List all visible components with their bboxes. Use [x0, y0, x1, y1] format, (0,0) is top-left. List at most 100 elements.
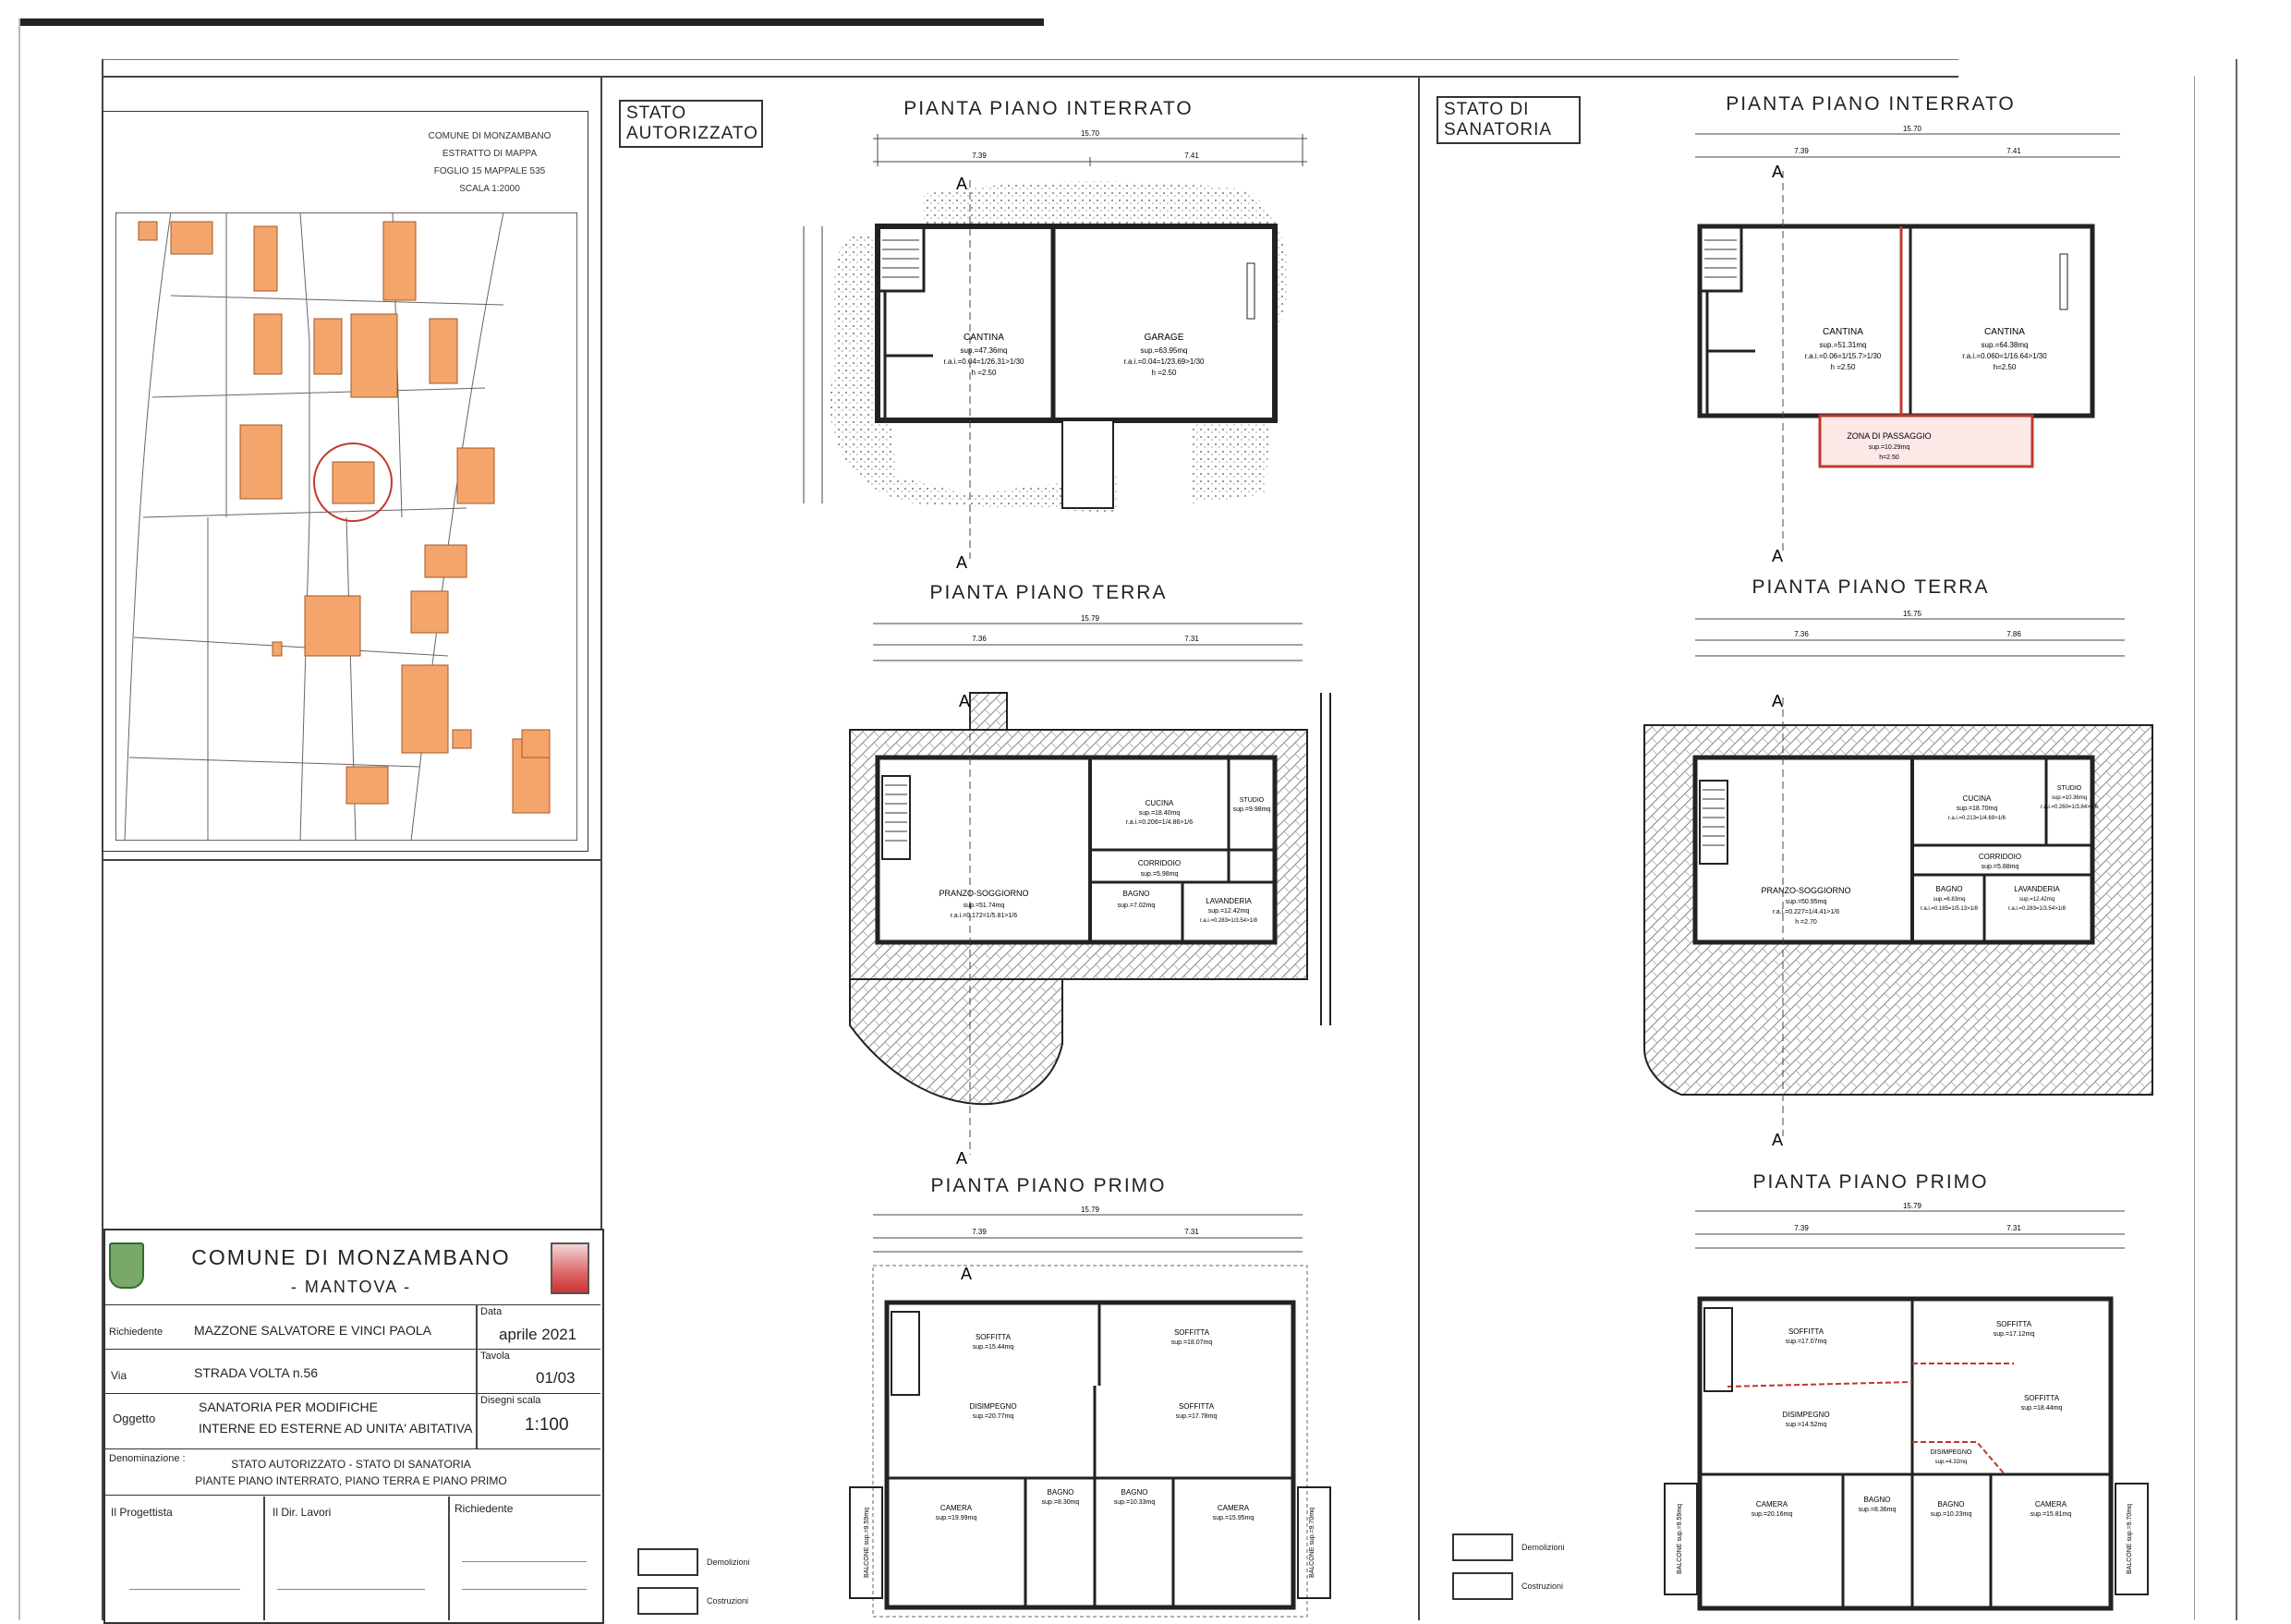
tb-col-line [476, 1304, 478, 1448]
dim-label: 7.31 [2006, 1224, 2021, 1232]
room-name: SOFFITTA [1179, 1402, 1215, 1411]
legend-demolizioni-swatch [1452, 1533, 1513, 1561]
room-sup: sup.=20.77mq [973, 1413, 1014, 1420]
room-name: ZONA DI PASSAGGIO [1847, 431, 1931, 441]
map-header-line: FOGLIO 15 MAPPALE 535 [433, 166, 546, 176]
plan-interrato-sanatoria: 15.70 7.39 7.41 CANTINA sup.=51.31mq r.a… [1695, 125, 2120, 565]
dim-label: 7.41 [2006, 147, 2021, 155]
room-name: CANTINA [1823, 327, 1863, 337]
plan-primo-autorizzato: 15.79 7.39 7.31 SOFFITTA sup.=15.44mq SO… [849, 1206, 1331, 1618]
room-name: BAGNO [1121, 1488, 1148, 1497]
room-name: CORRIDOIO [1979, 853, 2021, 861]
room-name: STUDIO [2057, 785, 2082, 792]
map-header-line: SCALA 1:2000 [459, 184, 520, 194]
comune-title: COMUNE DI MONZAMBANO [191, 1245, 511, 1269]
room-rai: r.a.i.=0.172=1/5.81>1/6 [951, 913, 1017, 919]
section-marker: A [1772, 547, 1783, 565]
map-header-line: COMUNE DI MONZAMBANO [428, 131, 552, 141]
tb-row-line [103, 1349, 600, 1350]
room-rai: r.a.i.=0.227=1/4.41>1/6 [1773, 909, 1839, 915]
room-name: SOFFITTA [1788, 1327, 1824, 1336]
legend-demolizioni-label: Demolizioni [707, 1557, 750, 1567]
room-rai: r.a.i.=0.206=1/4.86>1/6 [1126, 819, 1193, 826]
room-name: GARAGE [1145, 333, 1184, 343]
map-header: COMUNE DI MONZAMBANO ESTRATTO DI MAPPA F… [406, 127, 573, 198]
section-marker: A [956, 553, 967, 572]
plan-title-interrato-san: PIANTA PIANO INTERRATO [1726, 93, 2016, 115]
scan-edge-bar [18, 18, 1044, 26]
mantova-crest-icon [551, 1242, 589, 1294]
room-sup: sup.=12.42mq [2019, 897, 2055, 903]
room-sup: sup.=14.52mq [1786, 1422, 1827, 1428]
room-name: CORRIDOIO [1138, 859, 1181, 867]
room-h: h =2.70 [1795, 919, 1817, 926]
room-sup: sup.=18.44mq [2021, 1405, 2063, 1412]
map-outer-frame [102, 111, 588, 852]
room-rai: r.a.i.=0.283=1/3.54>1/8 [1200, 918, 1258, 924]
room-sup: sup.=10.33mq [1114, 1499, 1156, 1506]
legend-costruzioni-label: Costruzioni [1521, 1582, 1564, 1591]
room-h: h=2.50 [1879, 454, 1899, 461]
room-name: CAMERA [2035, 1500, 2067, 1509]
room-name: CAMERA [1756, 1500, 1788, 1509]
signature-line [277, 1589, 425, 1590]
room-name: STUDIO [1240, 797, 1265, 804]
plan-terra-sanatoria: 15.75 7.36 7.86 PRANZO-SOGGIORNO sup.=50… [1643, 610, 2153, 1149]
room-name: SOFFITTA [1996, 1320, 2032, 1328]
sheet-left-border [102, 59, 103, 1620]
room-name: SOFFITTA [1174, 1328, 1210, 1337]
sheet-right-inner [2194, 76, 2195, 1620]
room-name: CANTINA [964, 333, 1004, 343]
plan-terra-autorizzato: 15.79 7.36 7.31 PRANZO-SOGGIORNO sup.=51… [849, 614, 1331, 1168]
richiedente-value: MAZZONE SALVATORE E VINCI PAOLA [194, 1323, 431, 1338]
dim-total: 15.79 [1081, 1206, 1100, 1214]
room-sup: sup.=63.95mq [1141, 346, 1188, 355]
room-sup: sup.=18.07mq [1171, 1339, 1213, 1346]
sheet-right-border [2236, 59, 2237, 1620]
richiedente-signature-label: Richiedente [455, 1502, 514, 1515]
room-name: BAGNO [1123, 890, 1150, 898]
signature-line [129, 1589, 240, 1590]
room-rai: r.a.i.=0.185=1/5.13>1/8 [1921, 906, 1979, 912]
dim-label: 7.31 [1184, 1228, 1199, 1236]
plan-title-primo-san: PIANTA PIANO PRIMO [1752, 1171, 1989, 1193]
section-marker: A [956, 1149, 967, 1168]
room-sup: sup.=20.16mq [1752, 1511, 1793, 1518]
room-sup: sup.=19.99mq [936, 1515, 977, 1521]
dim-total: 15.79 [1081, 614, 1100, 623]
dim-total: 15.79 [1903, 1202, 1922, 1210]
data-label: Data [480, 1306, 503, 1317]
room-sup: sup.=10.23mq [1931, 1511, 1972, 1518]
section-marker: A [956, 175, 967, 193]
room-name: LAVANDERIA [1206, 897, 1252, 905]
balcone-label: BALCONE sup.=9.59mq [864, 1508, 870, 1578]
room-sup: sup.=51.31mq [1820, 341, 1867, 349]
room-name: CANTINA [1984, 327, 2025, 337]
denominazione-line-2: PIANTE PIANO INTERRATO, PIANO TERRA E PI… [195, 1474, 507, 1487]
tb-row-line [103, 1448, 600, 1449]
room-sup: sup.=17.07mq [1786, 1339, 1827, 1345]
tb-col-line [263, 1497, 265, 1620]
tavola-label: Tavola [480, 1351, 510, 1362]
room-sup: sup.=9.98mq [1233, 806, 1271, 813]
plan-primo-sanatoria: 15.79 7.39 7.31 SOFFITTA sup.=17.07mq SO… [1664, 1202, 2149, 1611]
tavola-value: 01/03 [536, 1369, 576, 1387]
room-name: CAMERA [1218, 1504, 1250, 1512]
room-name: SOFFITTA [976, 1333, 1012, 1341]
room-rai: r.a.i.=0.04=1/26.31>1/30 [944, 358, 1025, 366]
room-sup: sup.=5.88mq [1982, 864, 2019, 870]
room-rai: r.a.i.=0.06=1/15.7>1/30 [1805, 352, 1882, 360]
legend-costruzioni-swatch [637, 1587, 698, 1615]
richiedente-label: Richiedente [109, 1327, 164, 1338]
room-sup: sup.=50.95mq [1786, 899, 1827, 905]
room-h: h =2.50 [972, 369, 997, 377]
dim-label: 7.36 [972, 635, 987, 643]
oggetto-line-1: SANATORIA PER MODIFICHE [199, 1400, 378, 1414]
progettista-label: Il Progettista [111, 1506, 173, 1519]
room-name: CUCINA [1963, 794, 1992, 803]
room-sup: sup.=10.36mq [2052, 795, 2087, 801]
room-sup: sup.=4.32mq [1935, 1460, 1968, 1465]
stato-autorizzato-label: STATO AUTORIZZATO [619, 100, 763, 148]
section-marker: A [1772, 692, 1783, 710]
room-sup: sup.=8.36mq [1859, 1507, 1897, 1513]
